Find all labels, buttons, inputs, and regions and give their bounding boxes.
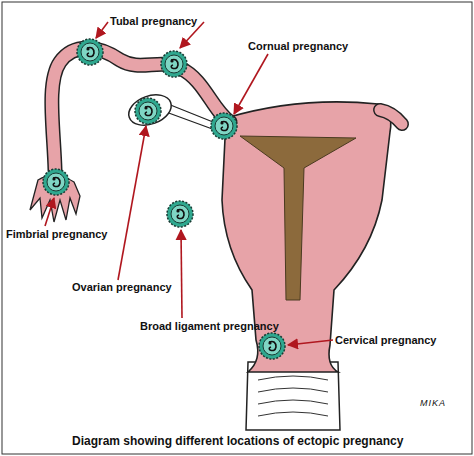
location-label: Cervical pregnancy: [335, 334, 437, 346]
location-label: Cornual pregnancy: [248, 40, 348, 52]
location-label: Broad ligament pregnancy: [140, 320, 279, 332]
location-label: Fimbrial pregnancy: [6, 228, 107, 240]
leader-arrows: [45, 22, 333, 345]
uterine-cavity: [240, 136, 356, 300]
location-label: Tubal pregnancy: [110, 15, 197, 27]
caption: Diagram showing different locations of e…: [72, 434, 403, 448]
location-label: Ovarian pregnancy: [72, 281, 172, 293]
ovary: [125, 89, 176, 130]
fallopian-tube: [30, 48, 230, 222]
signature: MIKA: [420, 398, 446, 408]
